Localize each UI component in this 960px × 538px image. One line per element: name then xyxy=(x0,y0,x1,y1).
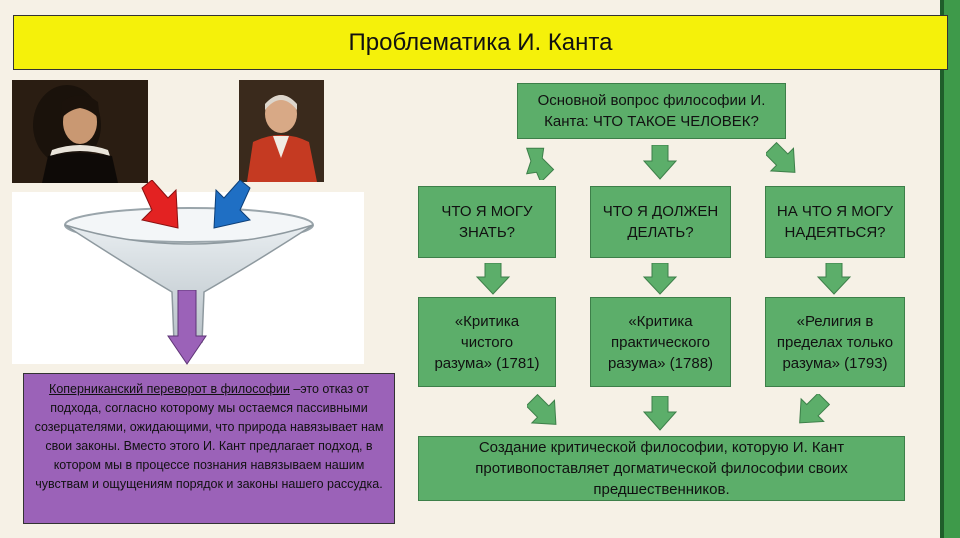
question-box-2: ЧТО Я ДОЛЖЕН ДЕЛАТЬ? xyxy=(590,186,731,258)
copernican-definition-box: Коперниканский переворот в философии –эт… xyxy=(23,373,395,524)
arrow-main-to-q3 xyxy=(766,142,796,173)
conclusion-box: Создание критической философии, которую … xyxy=(418,436,905,501)
arrow-q1-to-work1 xyxy=(475,263,511,295)
arrow-q3-to-work3 xyxy=(816,263,852,295)
work-box-2: «Критика практического разума» (1788) xyxy=(590,297,731,387)
blue-arrow xyxy=(213,180,251,229)
arrow-main-to-q1 xyxy=(525,147,555,180)
right-stripe xyxy=(944,0,960,538)
slide-title: Проблематика И. Канта xyxy=(13,15,948,70)
arrow-work2-to-conclusion xyxy=(642,396,678,431)
arrow-main-to-q2 xyxy=(642,145,678,180)
copernican-text: –это отказ от подхода, согласно которому… xyxy=(34,382,384,491)
question-box-3: НА ЧТО Я МОГУ НАДЕЯТЬСЯ? xyxy=(765,186,905,258)
red-arrow xyxy=(141,180,179,229)
work-box-3: «Религия в пределах только разума» (1793… xyxy=(765,297,905,387)
arrow-work1-to-conclusion xyxy=(527,394,557,425)
main-question-box: Основной вопрос философии И. Канта: ЧТО … xyxy=(517,83,786,139)
portrait-descartes xyxy=(12,80,148,183)
arrow-work3-to-conclusion xyxy=(799,394,830,424)
portrait-hume xyxy=(239,80,324,182)
right-stripe-dark xyxy=(940,0,944,538)
question-box-1: ЧТО Я МОГУ ЗНАТЬ? xyxy=(418,186,556,258)
copernican-term: Коперниканский переворот в философии xyxy=(49,382,290,396)
purple-down-arrow xyxy=(167,290,207,365)
work-box-1: «Критика чистого разума» (1781) xyxy=(418,297,556,387)
arrow-q2-to-work2 xyxy=(642,263,678,295)
